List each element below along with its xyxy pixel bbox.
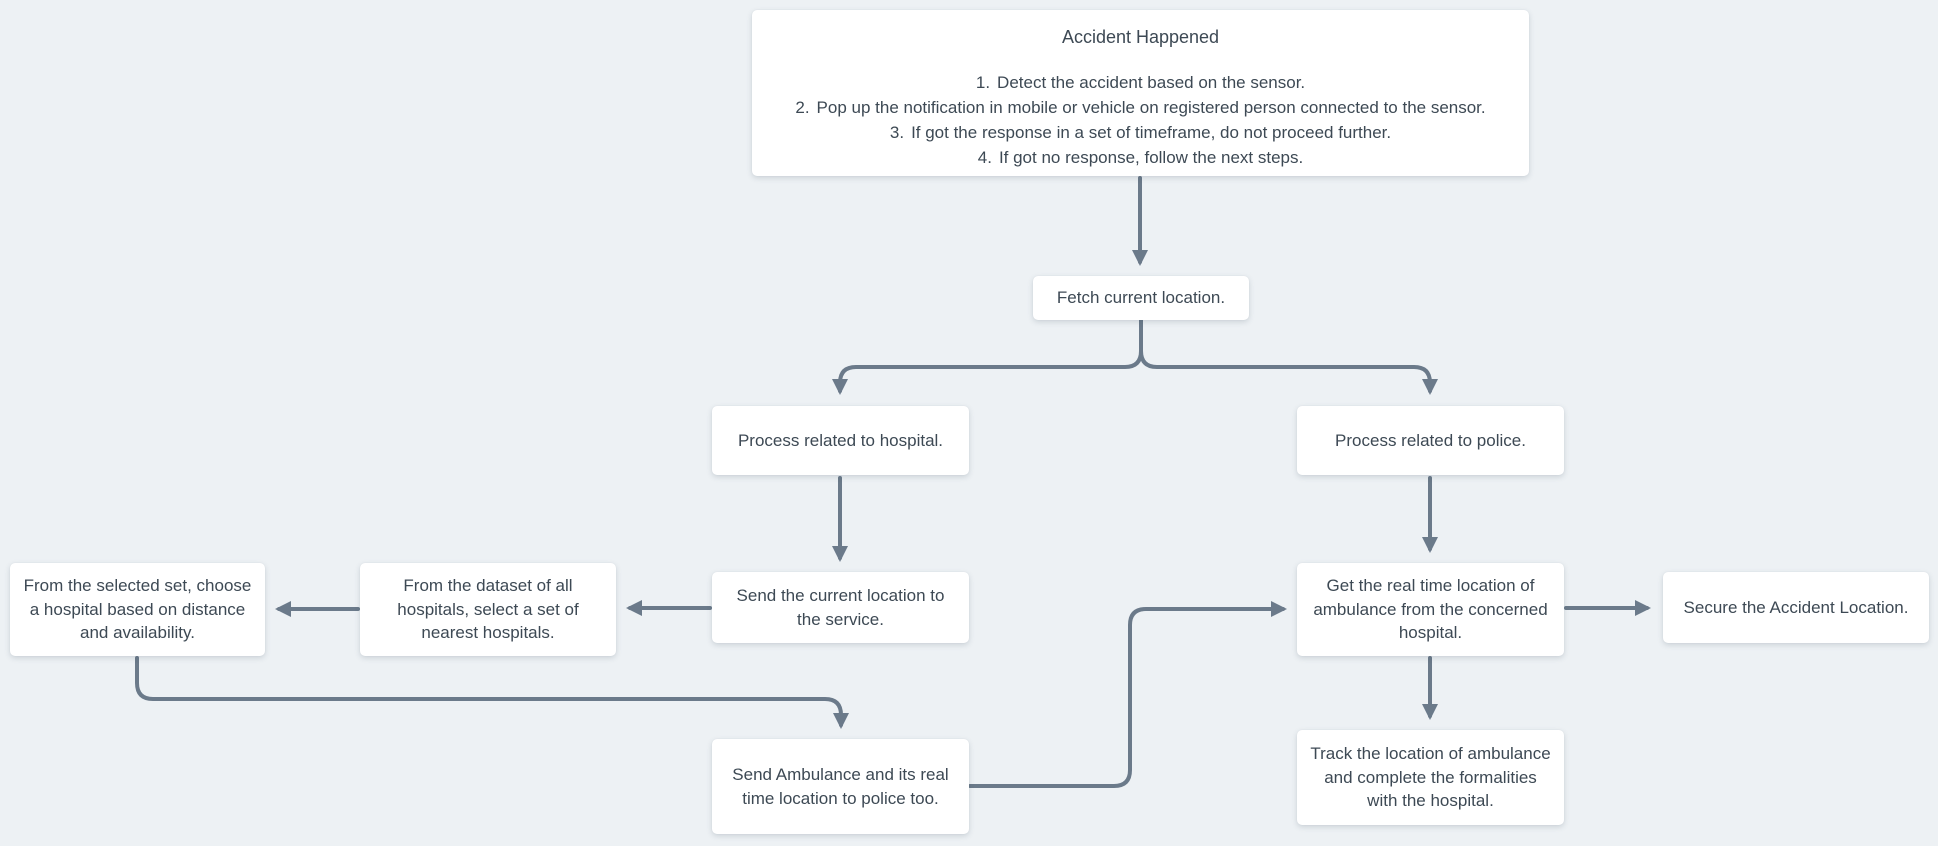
- step-text: If got the response in a set of timefram…: [911, 123, 1392, 142]
- node-label: Track the location of ambulance and comp…: [1310, 744, 1551, 811]
- node-choose-hospital: From the selected set, choose a hospital…: [10, 563, 265, 656]
- accident-title: Accident Happened: [1061, 27, 1220, 47]
- step-number: 4.: [977, 148, 992, 167]
- step-number: 2.: [795, 98, 810, 117]
- node-label: From the selected set, choose a hospital…: [23, 576, 252, 643]
- node-label: Fetch current location.: [1056, 288, 1226, 308]
- node-label: Send Ambulance and its real time locatio…: [732, 765, 949, 808]
- node-get-ambulance-location: Get the real time location of ambulance …: [1297, 563, 1564, 656]
- edge-choose-hospital-to-send-ambulance-police: [135, 656, 849, 729]
- edge-fetch-to-police-process: [1139, 318, 1438, 395]
- node-send-current-location: Send the current location to the service…: [712, 572, 969, 643]
- accident-step-3: 3. If got the response in a set of timef…: [795, 120, 1485, 145]
- node-secure-accident-location: Secure the Accident Location.: [1663, 572, 1929, 643]
- node-label: From the dataset of all hospitals, selec…: [397, 576, 579, 643]
- step-number: 1.: [975, 73, 991, 92]
- step-text: Pop up the notification in mobile or veh…: [816, 98, 1486, 117]
- step-text: Detect the accident based on the sensor.: [997, 73, 1306, 92]
- accident-step-4: 4. If got no response, follow the next s…: [795, 145, 1485, 170]
- edge-send-ambulance-police-to-get-ambulance-location: [968, 601, 1287, 788]
- accident-step-2: 2. Pop up the notification in mobile or …: [795, 95, 1485, 120]
- edge-fetch-to-hospital-process: [832, 318, 1143, 395]
- node-process-related-to-police: Process related to police.: [1297, 406, 1564, 475]
- accident-step-1: 1. Detect the accident based on the sens…: [795, 70, 1485, 95]
- node-send-ambulance-to-police: Send Ambulance and its real time locatio…: [712, 739, 969, 834]
- node-select-nearest-hospitals: From the dataset of all hospitals, selec…: [360, 563, 616, 656]
- node-label: Process related to hospital.: [737, 430, 944, 450]
- node-accident-happened: Accident Happened 1. Detect the accident…: [752, 10, 1529, 176]
- step-number: 3.: [889, 123, 905, 142]
- node-process-related-to-hospital: Process related to hospital.: [712, 406, 969, 475]
- accident-steps-list: 1. Detect the accident based on the sens…: [795, 70, 1485, 170]
- node-label: Secure the Accident Location.: [1683, 597, 1909, 617]
- node-fetch-current-location: Fetch current location.: [1033, 276, 1249, 320]
- node-label: Get the real time location of ambulance …: [1313, 576, 1548, 643]
- node-label: Send the current location to the service…: [736, 586, 945, 629]
- node-label: Process related to police.: [1335, 430, 1526, 450]
- node-track-ambulance: Track the location of ambulance and comp…: [1297, 730, 1564, 825]
- step-text: If got no response, follow the next step…: [998, 148, 1304, 167]
